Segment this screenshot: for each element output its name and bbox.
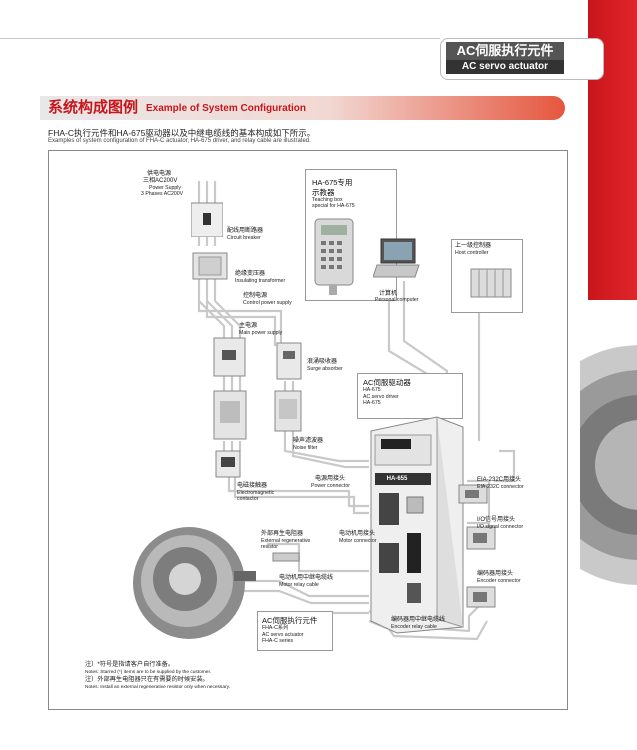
personal-computer-image: [373, 238, 420, 278]
surge-label-en: Surge absorber: [307, 366, 343, 372]
driver-title-cn: AC伺服驱动器: [363, 378, 411, 387]
encoder-connector-label-cn: 编码器用接头: [477, 571, 514, 577]
contactor-label-en2: contactor: [237, 496, 259, 502]
power-connector-label-cn: 电源用接头: [315, 476, 346, 482]
transformer-image: [192, 252, 228, 280]
contactor-label-en: Electromagnetic: [237, 490, 275, 496]
main-power-label-en: Main power supply: [239, 330, 283, 336]
ext-regen-label-en: External regenerative: [261, 538, 311, 544]
power-connector-label-en: Power connector: [311, 483, 350, 489]
regen-resistor-image: [272, 552, 300, 562]
motor-cable-label-cn: 电动机用中继电缆线: [279, 575, 334, 581]
plc-image: [470, 268, 512, 298]
intro-text-cn: FHA-C执行元件和HA-675驱动器以及中继电缆线的基本构成如下所示。: [48, 128, 316, 138]
circuit-breaker-image: [191, 202, 223, 237]
teaching-box-title-en2: special for HA-675: [312, 203, 355, 209]
motor-cable-label-en: Motor relay cable: [279, 582, 319, 588]
breaker-label-en: Circuit breaker: [227, 235, 261, 241]
note-1-en: Notes: Starred (*) items are to be suppl…: [85, 670, 212, 675]
contactor-image: [215, 450, 241, 478]
contactor-label-cn: 电磁接触器: [237, 483, 268, 489]
header-title-en: AC servo actuator: [446, 60, 564, 74]
actuator-title-en: AC servo actuator: [262, 632, 304, 638]
transformer-label-cn: 绝缘变压器: [235, 271, 266, 277]
noise-filter-label-en: Noise filter: [293, 445, 318, 451]
motor-connector-label-en: Motor connector: [339, 538, 377, 544]
intro-text-en: Examples of system configuration of FHA-…: [48, 138, 311, 144]
eia-connector-image: [458, 484, 488, 504]
motor-connector-label-cn: 电动机用接头: [339, 531, 376, 537]
section-title-bar: [40, 96, 565, 120]
eia-label-en: EIA-232C connector: [477, 484, 524, 490]
encoder-cable-label-cn: 编码器用中继电缆线: [391, 617, 446, 623]
actuator-label-box: [257, 611, 333, 651]
driver-title-cn2: HA-675: [363, 387, 381, 393]
main-power-label-cn: 主电源: [239, 323, 258, 329]
io-label-cn: I/O信号用接头: [477, 517, 516, 523]
section-title-cn: 系统构成图例: [48, 99, 139, 116]
surge-absorber-image: [276, 342, 302, 380]
system-diagram: 供电电源 三相AC200V Power Supply 3 Phases AC20…: [48, 150, 568, 710]
control-power-label-cn: 控制电源: [243, 293, 268, 299]
top-divider: [0, 38, 440, 39]
note-2-cn: 注）外部再生电阻器只在有需要的时候安装。: [85, 676, 209, 683]
section-title-en: Example of System Configuration: [146, 103, 307, 114]
driver-title-en: AC servo driver: [363, 394, 399, 400]
relay-block-image: [213, 390, 247, 440]
encoder-connector-image: [466, 586, 496, 608]
io-label-en: I/O signal connector: [477, 524, 524, 530]
ext-regen-label-cn: 外部再生电阻器: [261, 531, 304, 537]
main-breaker-image: [213, 337, 246, 377]
power-supply-label-cn2: 三相AC200V: [143, 178, 178, 184]
side-actuator-photo: [580, 345, 637, 585]
driver-display-text: HA-655: [386, 476, 408, 482]
actuator-image: [133, 527, 256, 639]
driver-title-en2: HA-675: [363, 400, 381, 406]
encoder-connector-label-en: Encoder connector: [477, 578, 521, 584]
eia-label-cn: EIA-232C用接头: [477, 477, 522, 483]
teaching-box-title-cn: HA-675专用: [312, 178, 353, 187]
header-title-cn: AC伺服执行元件: [446, 42, 564, 60]
breaker-label-cn: 配线用断路器: [227, 228, 264, 234]
power-supply-label-en2: 3 Phases AC200V: [141, 191, 184, 197]
note-2-en: Notes: Install an external regenerative …: [85, 685, 230, 690]
host-label-en: Host controller: [455, 250, 489, 256]
control-power-label-en: Control power supply: [243, 300, 292, 306]
ext-regen-label-en2: resistor: [261, 544, 279, 550]
encoder-cable-label-en: Encoder relay cable: [391, 624, 437, 630]
transformer-label-en: Insulating transformer: [235, 278, 286, 284]
host-label-cn: 上一级控制器: [455, 243, 492, 249]
note-1-cn: 注）*符号是指请客户自行准备。: [85, 661, 175, 668]
driver-unit-image: [370, 416, 464, 634]
teaching-pendant-image: [314, 218, 354, 295]
noise-filter-image: [274, 390, 302, 432]
pc-label-en: Personal computer: [375, 297, 419, 303]
actuator-title-en2: FHA-C series: [262, 638, 294, 644]
io-connector-image: [466, 526, 496, 550]
driver-label-box: [357, 373, 463, 419]
noise-filter-label-cn: 噪声滤波器: [293, 438, 324, 444]
surge-label-cn: 浪涌吸收器: [307, 359, 338, 365]
power-supply-label-en: Power Supply: [149, 185, 182, 191]
actuator-title-cn2: FHA-C系列: [262, 625, 289, 631]
power-supply-label-cn: 供电电源: [147, 171, 172, 177]
pc-label-cn: 计算机: [379, 291, 398, 297]
teaching-box-title-cn2: 示教器: [312, 188, 335, 197]
actuator-title-cn: AC伺服执行元件: [262, 616, 318, 625]
teaching-box-title-en: Teaching box: [312, 197, 343, 203]
